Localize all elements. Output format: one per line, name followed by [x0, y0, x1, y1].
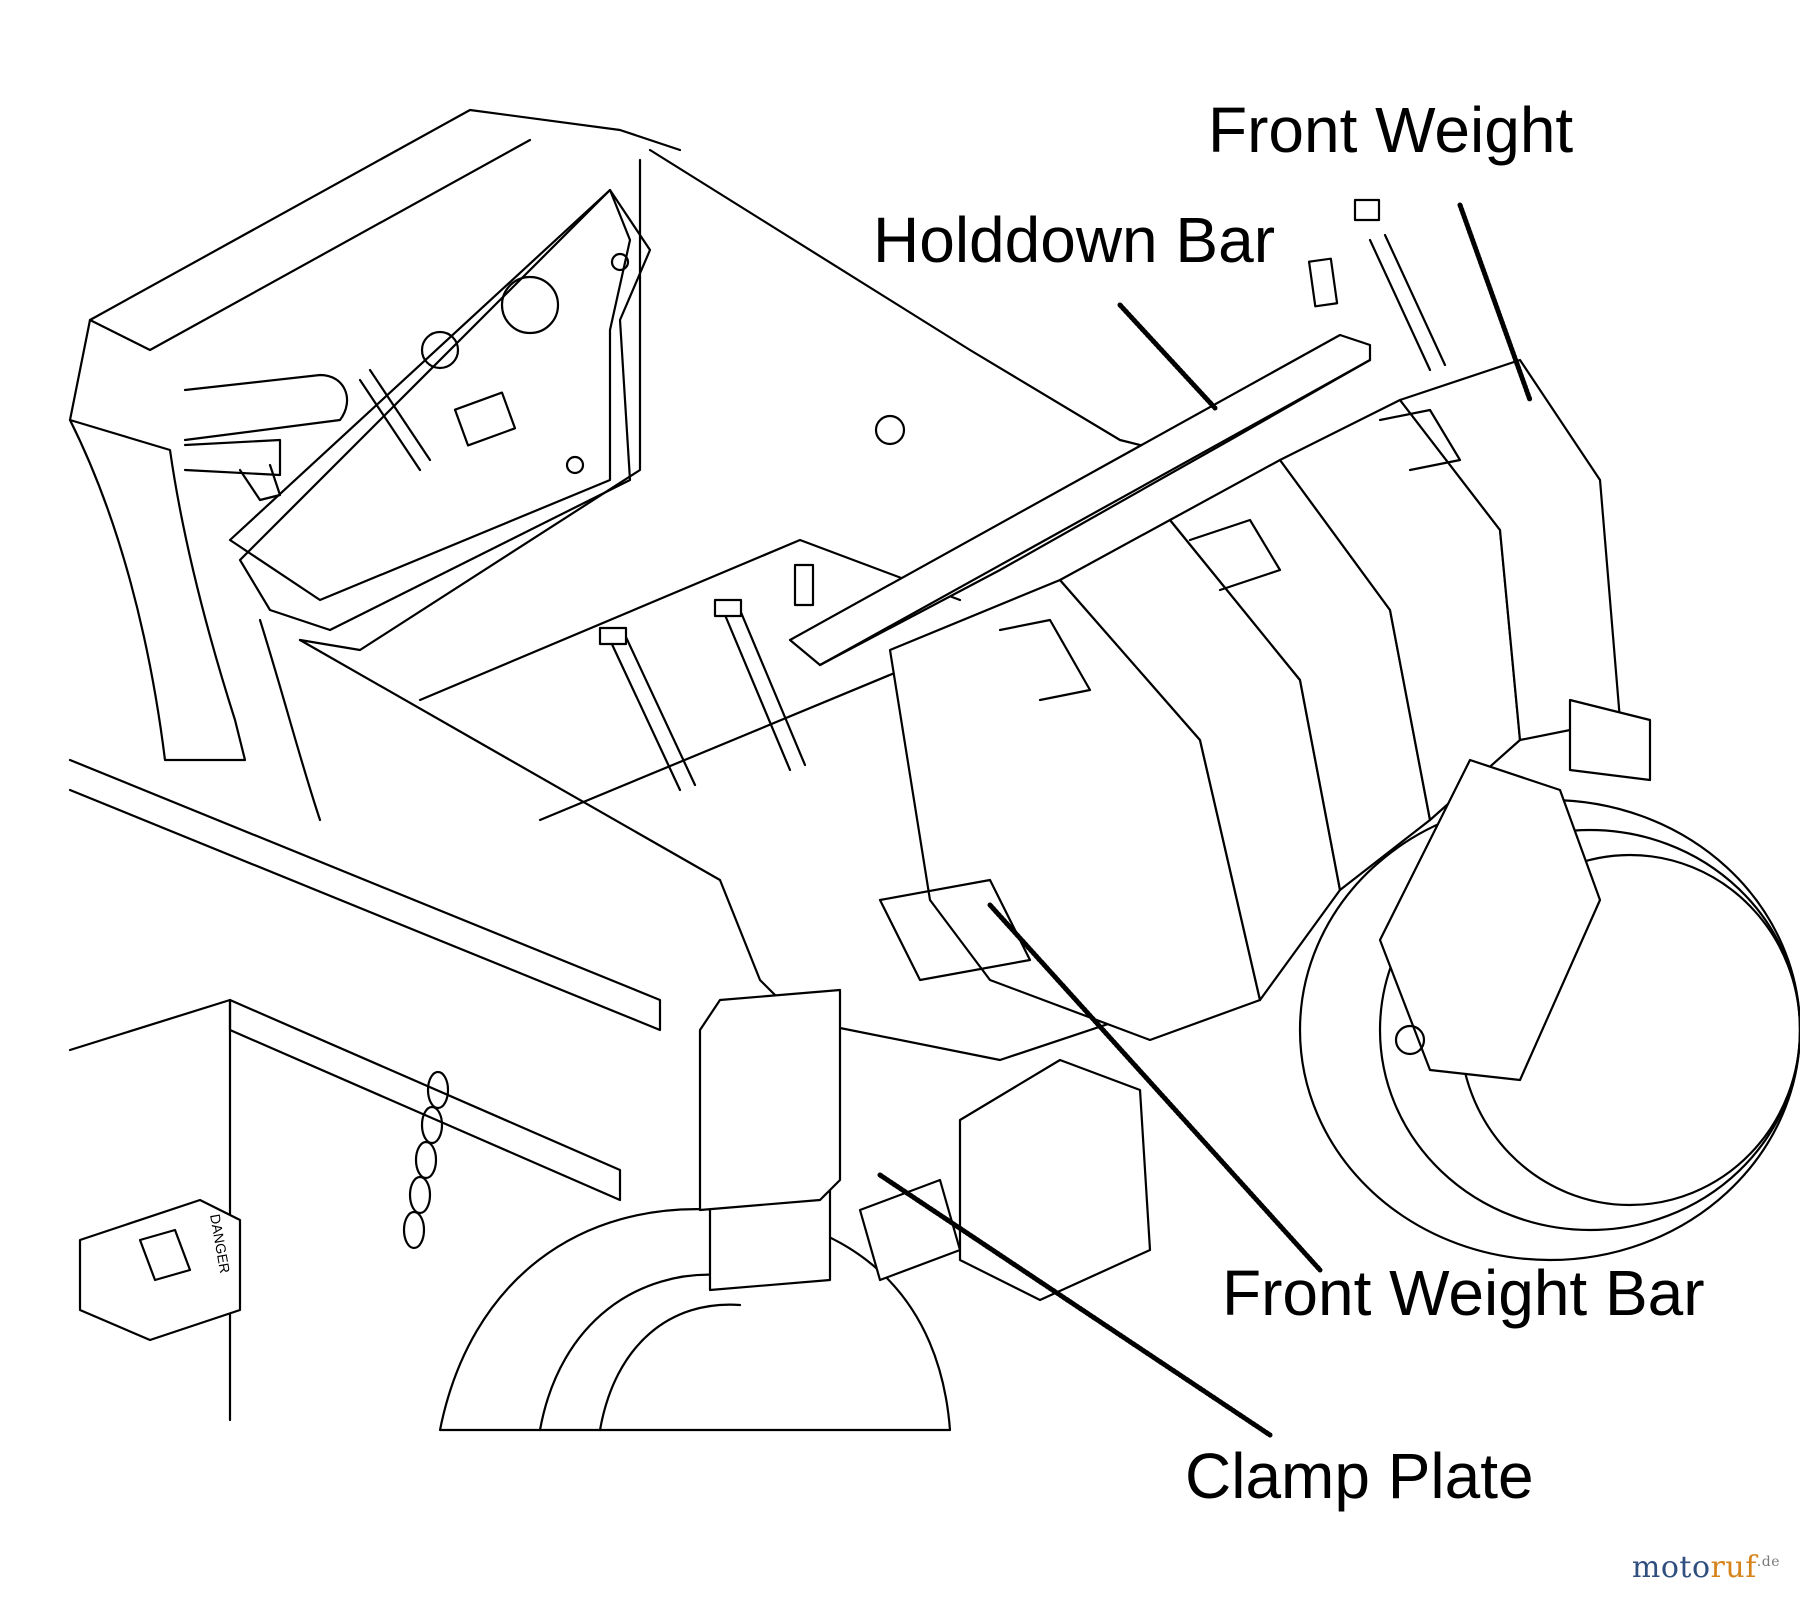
danger-decal: DANGER [78, 1198, 242, 1342]
left-fender-panel [68, 108, 682, 822]
label-front-weight: Front Weight [1208, 94, 1573, 166]
leader-lines [877, 202, 1533, 1438]
watermark-part-1: moto [1631, 1550, 1711, 1585]
bolts [598, 198, 1447, 792]
label-clamp-plate: Clamp Plate [1185, 1440, 1534, 1512]
watermark-part-2: ruf [1710, 1550, 1757, 1585]
front-weights-stack [878, 358, 1622, 1042]
left-caster-assembly [438, 988, 1152, 1432]
holddown-bar [788, 257, 1372, 667]
watermark-part-3: .de [1756, 1554, 1780, 1570]
chain [402, 1070, 450, 1250]
label-holddown-bar: Holddown Bar [873, 204, 1275, 276]
label-front-weight-bar: Front Weight Bar [1222, 1257, 1705, 1329]
right-caster-wheel [1298, 698, 1800, 1262]
operator-handles [183, 373, 349, 502]
leader-clamp-plate [877, 1172, 1273, 1438]
callout-labels: Front Weight Holddown Bar Front Weight B… [873, 94, 1705, 1512]
leader-holddown-bar [1117, 302, 1218, 411]
control-panel-plate [228, 188, 632, 602]
leader-front-weight [1457, 202, 1533, 403]
leader-front-weight-bar [987, 902, 1323, 1273]
watermark-logo: motoruf.de [1632, 1550, 1780, 1585]
